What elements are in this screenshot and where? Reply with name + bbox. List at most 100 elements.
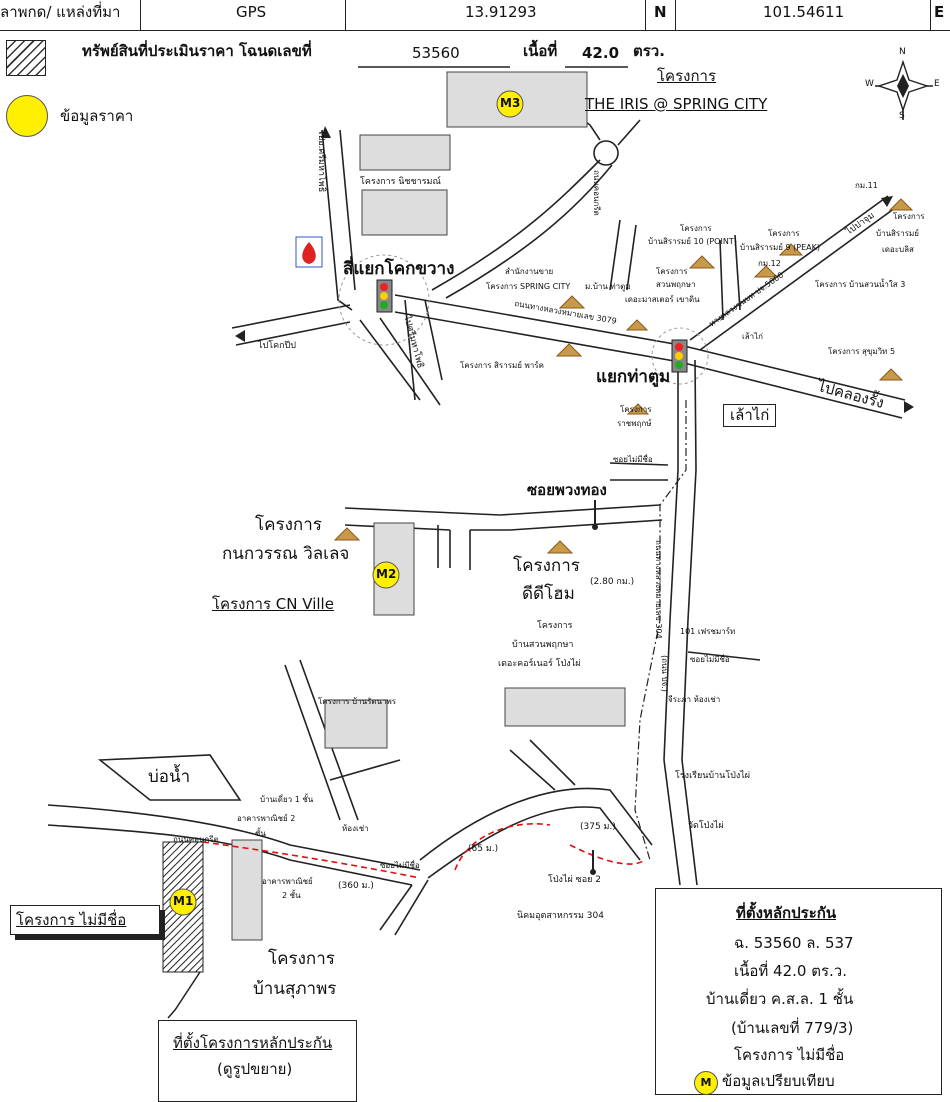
label-zoom: (ดูรูปขยาย) [217, 1060, 293, 1078]
label-m3-name: THE IRIS @ SPRING CITY [585, 95, 768, 113]
label-proj-suanpruksa-b: สวนพฤกษา [656, 280, 696, 289]
label-proj-didi: โครงการ [513, 556, 580, 576]
label-soi-puangthong: ซอยพวงทอง [527, 481, 607, 499]
compass-n: N [899, 47, 906, 57]
label-proj-ratnaphon: โครงการ บ้านรัตนาพร [318, 697, 397, 706]
label-jirapa: จีระภา ห้องเช่า [668, 695, 721, 704]
label-road-304b: (ถนน ปจ.) [660, 655, 669, 692]
label-room-rent: ห้องเช่า [342, 824, 369, 833]
label-km11: กม.11 [855, 181, 878, 190]
legend-hatch-swatch [6, 40, 46, 76]
info-line1: ฉ. 53560 ล. 537 [734, 934, 854, 952]
label-collateral-proj-loc: ที่ตั้งโครงการหลักประกัน [173, 1034, 333, 1052]
header-cell-e [930, 0, 950, 30]
info-line2: เนื้อที่ 42.0 ตร.ว. [734, 962, 847, 980]
label-dist-360: (360 ม.) [338, 881, 374, 891]
noname-project-box: โครงการ ไม่มีชื่อ [10, 905, 160, 935]
label-shophouse-b: อาคารพาณิชย์ [262, 877, 313, 886]
label-proj-suannamsai: โครงการ บ้านสวนน้ำใส 3 [815, 280, 906, 289]
info-title: ที่ตั้งหลักประกัน [736, 904, 837, 922]
label-sao-kai2: เล้าไก่ [723, 404, 777, 427]
label-proj-sirarom10b: บ้านสิรารมย์ 10 (POINT) [648, 237, 737, 246]
traffic-light-icon-kok [376, 279, 393, 313]
label-shophouse2b: ชั้น [255, 829, 266, 838]
marker-m2: M2 [376, 567, 397, 581]
label-proj-corner-b: บ้านสวนพฤกษา [512, 640, 574, 650]
compass-w: W [865, 79, 874, 89]
header-cell-n [645, 0, 676, 30]
label-proj-sirarom9b: บ้านสิรารมย์ 9 (PEAK) [740, 243, 820, 252]
header-n: N [654, 3, 667, 21]
label-proj-supaporn-b: บ้านสุภาพร [253, 979, 337, 999]
label-km12: กม.12 [758, 259, 781, 268]
m1-plot [162, 841, 204, 973]
label-proj-didi-b: ดีดีโฮม [522, 584, 575, 604]
label-proj-spring-city: โครงการ SPRING CITY [486, 282, 571, 291]
label-pond: บ่อน้ำ [148, 767, 191, 787]
label-school: โรงเรียนบ้านโป่งไผ่ [675, 771, 751, 781]
legend-appraised-label: ทรัพย์สินที่ประเมินราคา โฉนดเลขที่ [82, 42, 312, 60]
traffic-light-icon-tatum [671, 339, 688, 373]
label-sao-kai: เล้าไก่ [742, 332, 763, 341]
label-proj-bantuum: ม.บ้าน ท่าตูม [585, 282, 631, 291]
label-proj-corner: โครงการ [537, 621, 573, 631]
legend-area-label: เนื้อที่ [523, 42, 558, 60]
header-cell-source [140, 0, 341, 30]
label-proj-sirarom-bliss-c: เดอะบลิส [882, 245, 914, 254]
header-cell-lon [675, 0, 931, 30]
label-proj-sirarom9: โครงการ [768, 229, 800, 238]
label-intersection-tatum: แยกท่าตูม [596, 367, 671, 387]
legend-deed-no: 53560 [412, 44, 460, 62]
info-marker-icon: M [694, 1071, 718, 1095]
label-soi-mai-chue: ซอยไม่มีชื่อ [613, 455, 653, 464]
header-lat: 13.91293 [465, 3, 537, 21]
label-proj-sirarom-park: โครงการ สิรารมย์ พาร์ค [460, 361, 544, 370]
legend-price-label: ข้อมูลราคา [60, 107, 134, 125]
label-m3-project: โครงการ [657, 67, 717, 85]
collateral-zoom-box: ที่ตั้งโครงการหลักประกัน (ดูรูปขยาย) [158, 1020, 357, 1102]
label-shophouse-b2: 2 ชั้น [282, 891, 301, 900]
legend-area-unit: ตรว. [633, 42, 665, 60]
label-proj-cn: โครงการ CN Ville [212, 595, 334, 613]
label-proj-kanok: โครงการ [255, 515, 322, 535]
info-line4: (บ้านเลขที่ 779/3) [731, 1019, 854, 1037]
header-e: E [934, 3, 945, 21]
gas-station-logo-icon [295, 236, 323, 268]
header-cell-lat [345, 0, 646, 30]
label-road-kok-cross: ถนนคอนกรีต [592, 170, 601, 216]
label-soi-mai-chue3: ซอยไม่มีชื่อ [380, 861, 420, 870]
legend-area-value: 42.0 [582, 44, 620, 62]
info-line3: บ้านเดี่ยว ค.ส.ล. 1 ชั้น [706, 990, 854, 1008]
header-lon: 101.54611 [763, 3, 845, 21]
compass-e: E [934, 79, 940, 89]
label-proj-sirarom-bliss: โครงการ [893, 212, 925, 221]
collateral-info-box: ที่ตั้งหลักประกัน ฉ. 53560 ล. 537 เนื้อท… [655, 888, 942, 1095]
header-label: ลาพกด/ แหล่งที่มา [0, 3, 121, 21]
label-proj-kanok-b: กนกวรรณ วิลเลจ [222, 544, 350, 564]
label-intersection-kok: สี่แยกโคกขวาง [343, 259, 455, 279]
label-industrial: นิคมอุตสาหกรรม 304 [517, 911, 604, 921]
label-proj-ratpruksa: โครงการ [620, 405, 652, 414]
label-proj-suanpruksa: โครงการ [656, 267, 688, 276]
label-soi-mai-chue2: ซอยไม่มีชื่อ [690, 655, 730, 664]
label-road-concrete: ถนนคอนกรีต [173, 835, 219, 844]
label-fresh-mart: 101 เฟรชมาร์ท [680, 627, 736, 636]
label-road-304: ถนนทางหลวงหมายเลข 304 [654, 540, 663, 639]
label-to-kokpip: ไปโคกปีป [258, 341, 296, 351]
info-line5: โครงการ ไม่มีชื่อ [734, 1046, 845, 1064]
label-proj-sirarom10: โครงการ [680, 224, 712, 233]
label-temple: วัดโป่งไผ่ [688, 821, 724, 831]
label-proj-corner-c: เดอะคอร์เนอร์ โป่งไผ่ [498, 659, 581, 669]
compass-s: S [899, 111, 905, 121]
label-proj-supaporn: โครงการ [268, 949, 335, 969]
label-proj-suanpruksa-c: เดอะมาสเตอร์ เขาดิน [625, 295, 700, 304]
info-line6: ข้อมูลเปรียบเทียบ [722, 1072, 835, 1090]
label-dist-65: (65 ม.) [468, 844, 499, 854]
label-dist-280: (2.80 กม.) [590, 577, 635, 587]
header-source: GPS [236, 3, 267, 21]
label-shophouse2: อาคารพาณิชย์ 2 [237, 814, 296, 823]
marker-m1: M1 [173, 894, 194, 908]
label-proj-sukhumvit5: โครงการ สุขุมวิท 5 [828, 347, 896, 356]
label-proj-nichaharom: โครงการ นิชชารมณ์ [360, 177, 441, 187]
label-proj-ratpruksa-b: ราชพฤกษ์ [617, 419, 652, 428]
